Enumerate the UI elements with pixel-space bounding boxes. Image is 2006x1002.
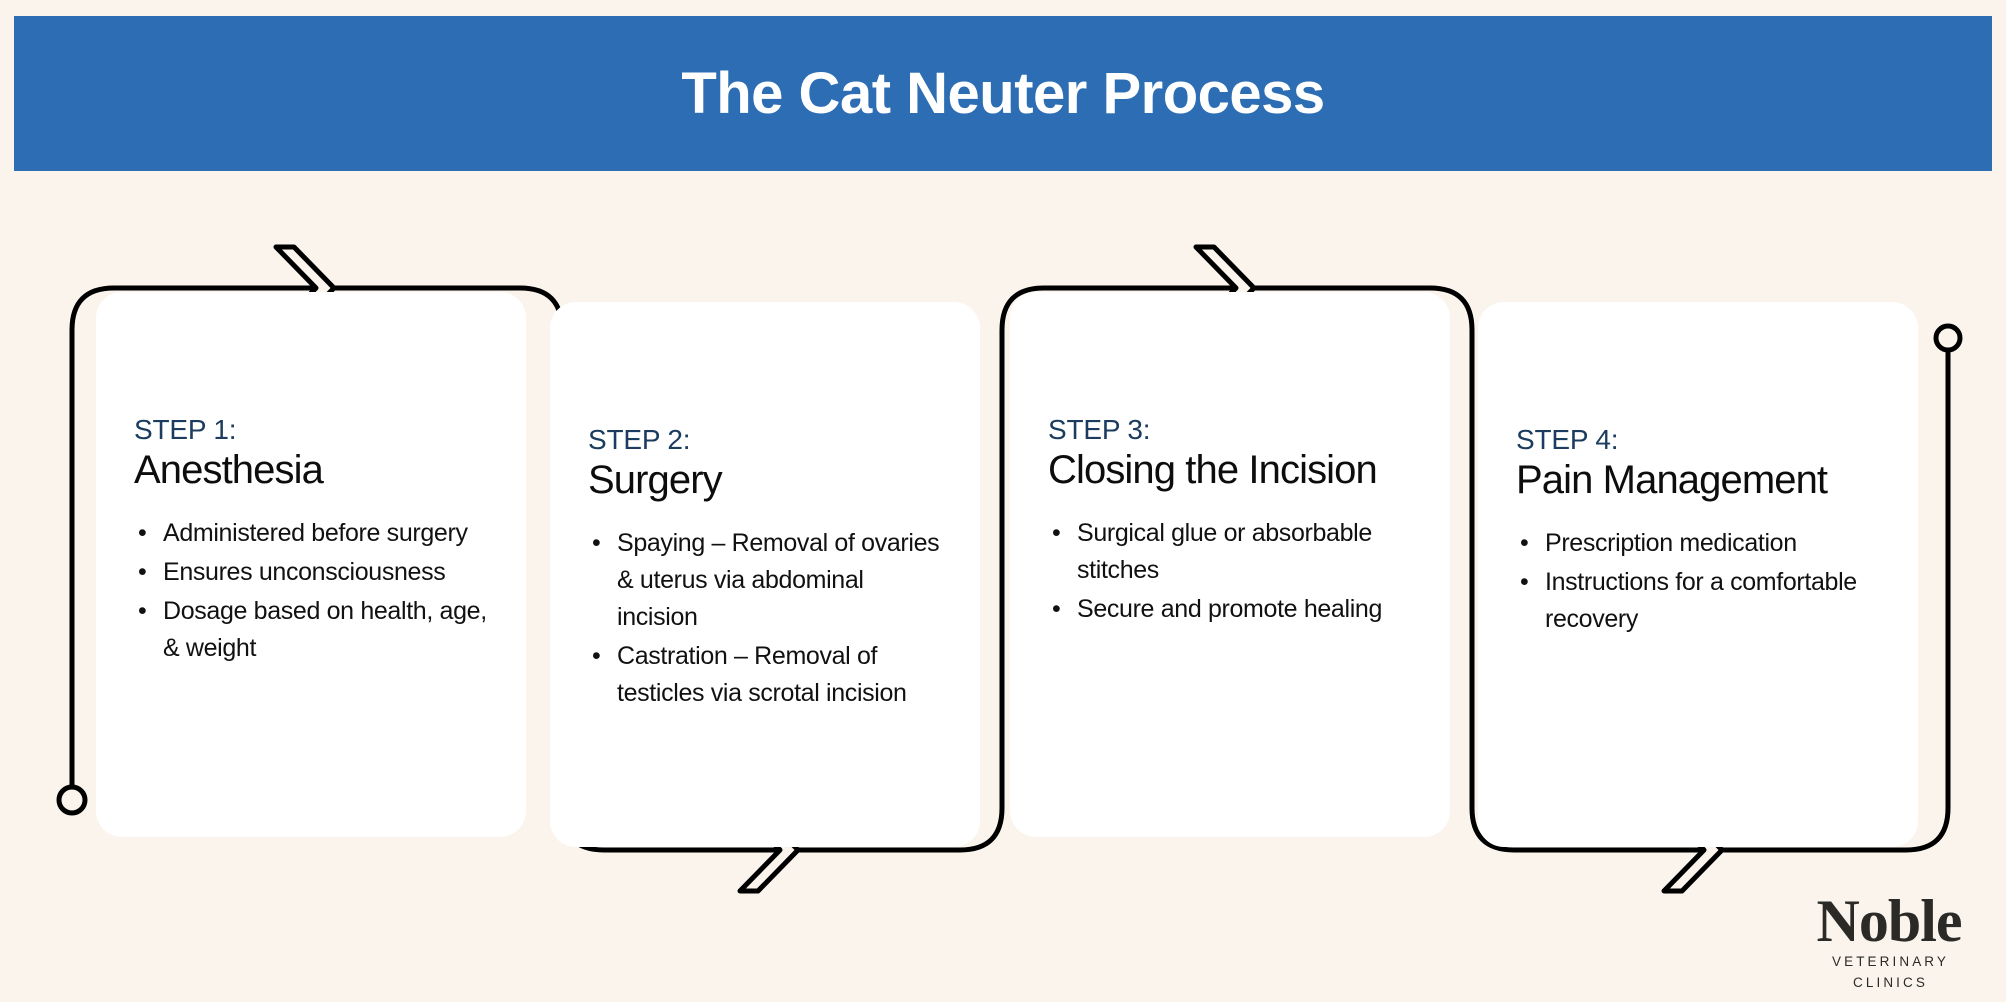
brand-logo-wordmark: Noble (1816, 888, 1963, 955)
list-item-text: Ensures unconsciousness (163, 557, 446, 586)
step-card-1-content: STEP 1: Anesthesia • Administered before … (134, 414, 496, 669)
step-3-label: STEP 3: (1048, 414, 1151, 445)
list-item-text: Administered before surgery (163, 518, 468, 547)
list-item: • Spaying – Removal of ovaries & uterus v… (588, 525, 950, 636)
bullet-icon: • (1052, 594, 1061, 623)
bullet-icon: • (1520, 567, 1529, 596)
bullet-icon: • (138, 557, 147, 586)
bullet-icon: • (138, 596, 147, 625)
step-3-title: Closing the Incision (1048, 448, 1378, 493)
end-node-circle (1933, 323, 1963, 353)
list-item-text: Prescription medication (1545, 528, 1797, 557)
step-card-3-content: STEP 3: Closing the Incision • Surgical g… (1048, 414, 1420, 630)
step-card-4-content: STEP 4: Pain Management • Prescription me… (1516, 424, 1888, 640)
list-item-text: Surgical glue or absorbable stitches (1077, 518, 1372, 584)
step-1-label: STEP 1: (134, 414, 237, 445)
step-4-title: Pain Management (1516, 458, 1828, 503)
list-item-text: Spaying – Removal of ovaries & uterus vi… (617, 528, 940, 631)
start-node-circle (56, 784, 88, 816)
list-item-text: Instructions for a comfortable recovery (1545, 567, 1857, 633)
list-item-text: Dosage based on health, age, & weight (163, 596, 487, 662)
step-2-bullet-list: • Spaying – Removal of ovaries & uterus v… (588, 525, 950, 712)
list-item-text: Secure and promote healing (1077, 594, 1382, 623)
brand-logo: Noble VETERINARY CLINICS (1794, 888, 1984, 994)
bullet-icon: • (592, 528, 601, 557)
bullet-icon: • (592, 641, 601, 670)
step-1-title: Anesthesia (134, 448, 324, 493)
step-2-label: STEP 2: (588, 424, 691, 455)
brand-logo-tagline: VETERINARY CLINICS (1831, 953, 1950, 991)
page-title: The Cat Neuter Process (681, 60, 1325, 126)
bullet-icon: • (1052, 518, 1061, 547)
step-4-label: STEP 4: (1516, 424, 1619, 455)
list-item: • Prescription medication (1516, 525, 1888, 562)
list-item: • Castration – Removal of testicles via s… (588, 638, 950, 712)
step-card-4[interactable]: STEP 4: Pain Management • Prescription me… (1478, 302, 1918, 847)
list-item: • Administered before surgery (134, 515, 496, 552)
step-card-2[interactable]: STEP 2: Surgery • Spaying – Removal of ov… (550, 302, 980, 847)
list-item: • Ensures unconsciousness (134, 554, 496, 591)
step-3-bullet-list: • Surgical glue or absorbable stitches • S… (1048, 515, 1420, 628)
bullet-icon: • (138, 518, 147, 547)
list-item: • Dosage based on health, age, & weight (134, 593, 496, 667)
step-card-2-content: STEP 2: Surgery • Spaying – Removal of ov… (588, 424, 950, 714)
list-item: • Surgical glue or absorbable stitches (1048, 515, 1420, 589)
list-item: • Secure and promote healing (1048, 591, 1420, 628)
step-card-1[interactable]: STEP 1: Anesthesia • Administered before … (96, 292, 526, 837)
step-2-title: Surgery (588, 458, 723, 503)
list-item-text: Castration – Removal of testicles via sc… (617, 641, 907, 707)
bullet-icon: • (1520, 528, 1529, 557)
step-card-3[interactable]: STEP 3: Closing the Incision • Surgical g… (1010, 292, 1450, 837)
step-1-bullet-list: • Administered before surgery • Ensures un… (134, 515, 496, 667)
header-bar: The Cat Neuter Process (14, 16, 1992, 171)
step-4-bullet-list: • Prescription medication • Instructions f… (1516, 525, 1888, 638)
list-item: • Instructions for a comfortable recovery (1516, 564, 1888, 638)
